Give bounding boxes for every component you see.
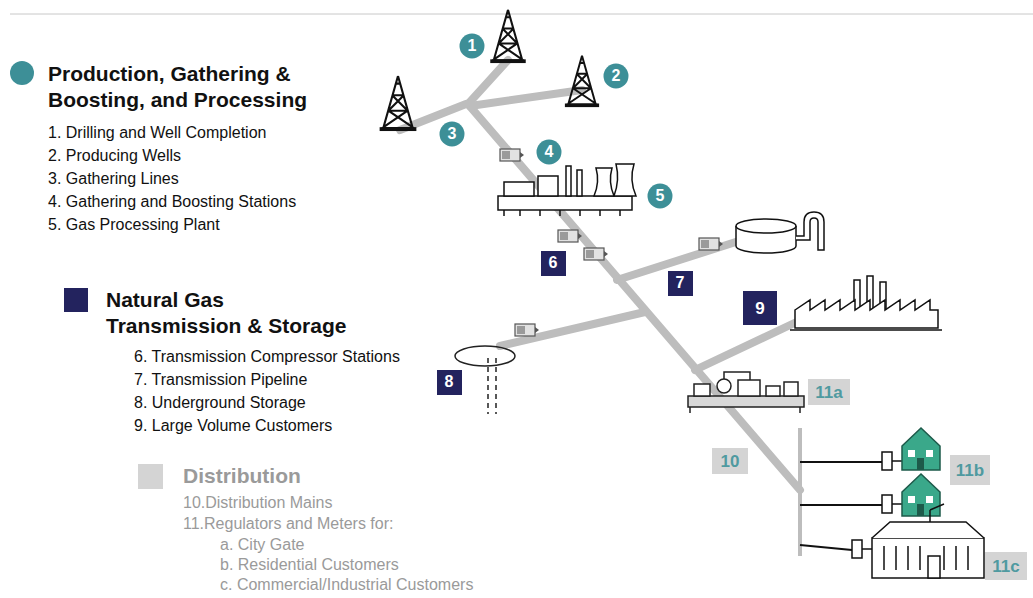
callout-number: 1 xyxy=(468,38,477,54)
callout-square: 8 xyxy=(437,370,462,395)
callout-square: 9 xyxy=(743,291,777,325)
callout-circle: 5 xyxy=(647,183,673,209)
callout-circle: 1 xyxy=(459,33,485,59)
processing-plant xyxy=(498,164,636,216)
list-item: 9. Large Volume Customers xyxy=(134,416,332,435)
list-item: 5. Gas Processing Plant xyxy=(48,215,220,234)
list-item: 8. Underground Storage xyxy=(134,393,306,412)
callout-number: 10 xyxy=(721,453,740,470)
city-gate xyxy=(688,372,804,413)
large-volume-customer xyxy=(790,276,942,330)
list-item: b. Residential Customers xyxy=(220,555,399,574)
callout-square: 6 xyxy=(541,251,566,276)
callout-number: 5 xyxy=(656,188,665,204)
callout-square: 11a xyxy=(808,379,850,405)
list-item: c. Commercial/Industrial Customers xyxy=(220,575,473,594)
list-item: 11.Regulators and Meters for: xyxy=(183,514,393,533)
list-item: 1. Drilling and Well Completion xyxy=(48,123,266,142)
producing-well xyxy=(380,76,417,131)
callout-number: 3 xyxy=(448,126,457,142)
callout-square: 11b xyxy=(950,455,990,485)
distribution-main xyxy=(798,428,802,556)
boosting-station xyxy=(500,149,524,161)
underground-storage xyxy=(455,346,515,414)
compressor-station xyxy=(584,248,608,260)
section-heading: Natural Gas Transmission & Storage xyxy=(106,287,362,339)
producing-well xyxy=(565,56,599,107)
callout-square: 10 xyxy=(712,448,748,474)
list-item: 7. Transmission Pipeline xyxy=(134,370,307,389)
list-item: 4. Gathering and Boosting Stations xyxy=(48,192,296,211)
callout-number: 2 xyxy=(612,68,621,84)
compressor-station xyxy=(515,324,539,336)
list-item: 3. Gathering Lines xyxy=(48,169,179,188)
callout-circle: 4 xyxy=(536,139,562,165)
list-item: a. City Gate xyxy=(220,535,304,554)
section-heading: Distribution xyxy=(183,463,433,489)
residential-customer xyxy=(882,428,940,516)
compressor-station xyxy=(699,238,723,250)
pipeline xyxy=(400,60,805,490)
callout-number: 8 xyxy=(445,374,454,390)
service-lines xyxy=(800,462,882,550)
callout-square: 7 xyxy=(668,271,693,296)
callout-number: 11c xyxy=(992,558,1019,575)
drilling-rig xyxy=(490,10,525,63)
commercial-customer xyxy=(852,504,984,578)
callout-circle: 3 xyxy=(439,121,465,147)
legend-swatch xyxy=(10,61,34,85)
section-heading: Production, Gathering & Boosting, and Pr… xyxy=(48,61,368,113)
callout-number: 9 xyxy=(755,300,764,317)
legend-swatch xyxy=(64,288,88,312)
callout-number: 7 xyxy=(676,275,685,291)
list-item: 10.Distribution Mains xyxy=(183,493,332,512)
callout-number: 6 xyxy=(549,255,558,271)
callout-circle: 2 xyxy=(603,63,629,89)
storage-tank xyxy=(736,212,824,253)
callout-number: 11b xyxy=(956,462,984,479)
frame-line xyxy=(10,14,1033,15)
list-item: 6. Transmission Compressor Stations xyxy=(134,347,400,366)
callout-number: 4 xyxy=(545,144,554,160)
callout-square: 11c xyxy=(985,552,1027,580)
compressor-station xyxy=(558,230,582,242)
callout-number: 11a xyxy=(815,384,842,401)
list-item: 2. Producing Wells xyxy=(48,146,181,165)
legend-swatch xyxy=(138,464,163,489)
